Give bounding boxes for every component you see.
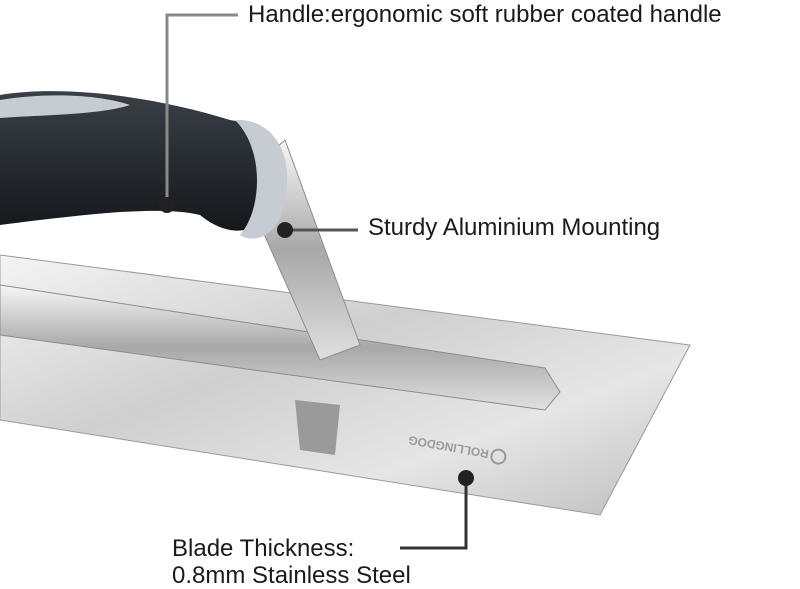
blade-leader [400, 478, 468, 550]
handle-collar [235, 119, 288, 239]
blade-annotation-line2: 0.8mm Stainless Steel [172, 562, 411, 589]
mounting-foot [295, 400, 340, 455]
mounting-bar [0, 284, 561, 411]
blade-annotation-line1: Blade Thickness: [172, 535, 355, 562]
mounting-dot [277, 222, 293, 238]
handle-accent [0, 95, 130, 118]
handle-annotation: Handle:ergonomic soft rubber coated hand… [248, 1, 722, 28]
handle-dot [159, 197, 175, 213]
blade-dot [458, 470, 474, 486]
handle-leader [165, 13, 238, 205]
handle-grip [0, 91, 272, 231]
mounting-annotation: Sturdy Aluminium Mounting [368, 214, 661, 241]
blade [0, 254, 691, 516]
